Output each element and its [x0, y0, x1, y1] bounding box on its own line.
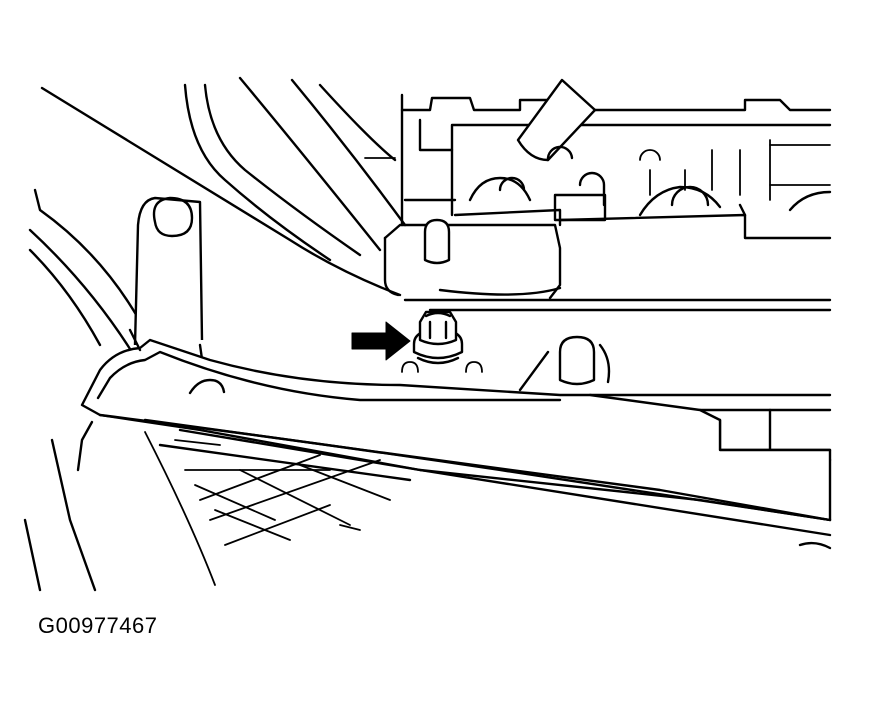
mounting-holes: [401, 361, 483, 373]
cowl-panel: [76, 328, 832, 537]
fender-lines: [23, 76, 407, 592]
arrow-right-icon: [351, 321, 411, 361]
support-rod: [516, 78, 597, 162]
grille-mesh: [144, 431, 391, 586]
bolt-icon: [412, 310, 464, 365]
figure-code: G00977467: [38, 613, 158, 638]
